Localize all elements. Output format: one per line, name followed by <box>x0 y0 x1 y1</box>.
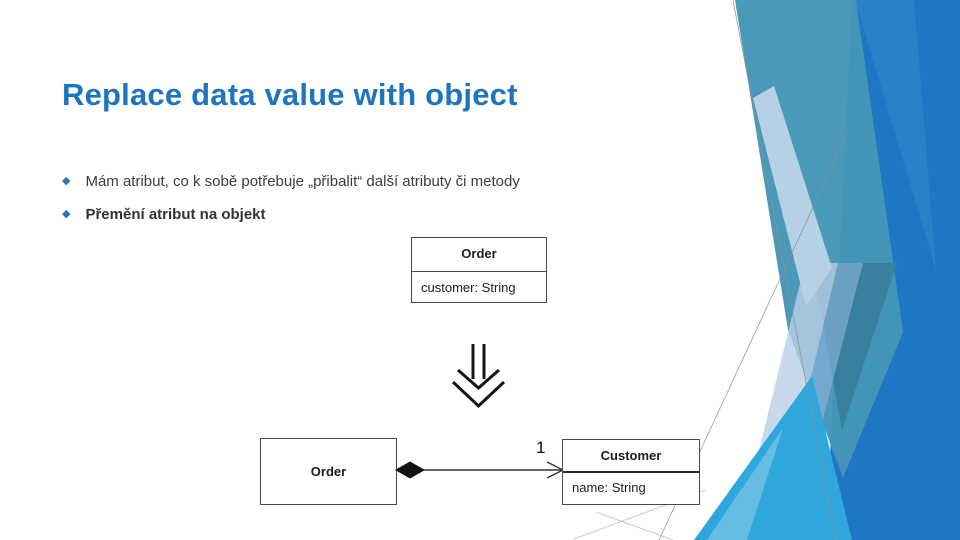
uml-class-box-customer: Customer name: String <box>562 439 700 505</box>
composition-diamond-icon <box>395 461 425 479</box>
transform-down-arrow-icon <box>451 344 506 409</box>
class-attribute: customer: String <box>421 280 516 295</box>
open-arrowhead-icon <box>546 469 564 479</box>
open-arrowhead-icon <box>546 461 564 471</box>
class-attribute: name: String <box>572 480 646 495</box>
bullet-item-1: ◆ Mám atribut, co k sobě potřebuje „přib… <box>62 172 682 192</box>
facet-thin-line-bottom-short <box>595 511 674 540</box>
diamond-bullet-icon: ◆ <box>62 175 71 187</box>
uml-class-box-order-after: Order <box>260 438 397 505</box>
facet-cyan-light-sliver <box>707 428 783 540</box>
composition-association-line <box>395 461 564 479</box>
bullet-list: ◆ Mám atribut, co k sobě potřebuje „přib… <box>62 172 682 238</box>
facet-lightblue-upper <box>753 86 832 306</box>
multiplicity-label: 1 <box>536 438 546 457</box>
class-name: Order <box>412 238 546 272</box>
bullet-text: Mám atribut, co k sobě potřebuje „přibal… <box>85 173 520 190</box>
bullet-item-2: ◆ Přemění atribut na objekt <box>62 205 682 225</box>
diamond-bullet-icon: ◆ <box>62 208 71 220</box>
class-name: Customer <box>563 440 699 473</box>
slide-title: Replace data value with object <box>62 76 518 112</box>
facet-blue-band <box>855 0 936 270</box>
bullet-text: Přemění atribut na objekt <box>85 206 266 223</box>
uml-class-box-order-before: Order customer: String <box>411 237 547 303</box>
class-name: Order <box>310 464 347 479</box>
